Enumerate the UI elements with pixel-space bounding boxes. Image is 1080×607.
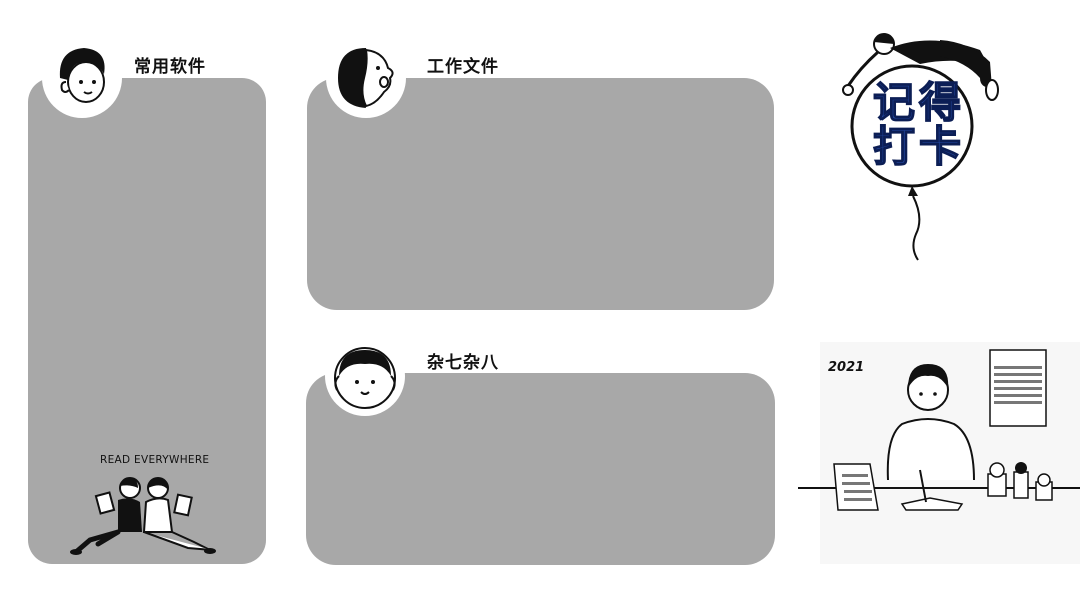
common-software-panel[interactable] xyxy=(28,78,266,564)
common-software-title: 常用软件 xyxy=(134,57,206,77)
work-files-title: 工作文件 xyxy=(427,57,499,77)
read-everywhere-caption: READ EVERYWHERE xyxy=(100,454,210,466)
work-files-panel[interactable] xyxy=(307,78,774,310)
readers-illustration xyxy=(70,477,216,555)
year-label: 2021 xyxy=(828,360,865,375)
desk-scene-illustration xyxy=(798,342,1080,564)
punch-line-2: 打卡 xyxy=(872,122,966,171)
girl-avatar-icon xyxy=(325,336,405,416)
boy-avatar-icon xyxy=(42,38,122,118)
balloon-illustration xyxy=(842,33,999,261)
singing-face-icon xyxy=(326,38,406,118)
punch-line-1: 记得 xyxy=(872,78,966,127)
misc-title: 杂七杂八 xyxy=(427,353,499,373)
